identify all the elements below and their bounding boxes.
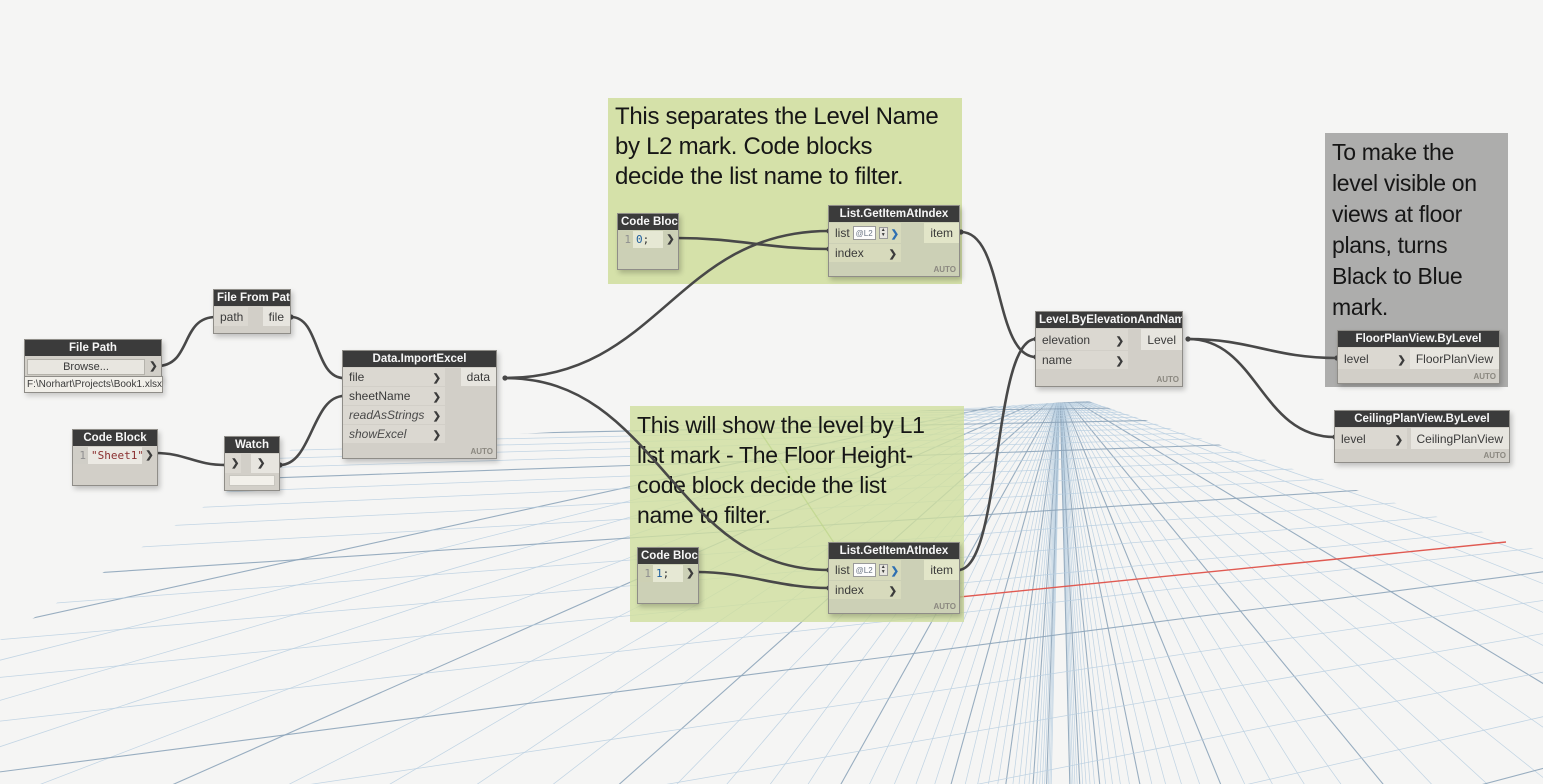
node-level-byelevationandname[interactable]: Level.ByElevationAndName elevation Level…	[1035, 311, 1183, 387]
node-title[interactable]: Code Block	[73, 430, 157, 446]
wire[interactable]	[289, 315, 346, 380]
annotation-text: This separates the Level Name by L2 mark…	[615, 103, 939, 190]
input-port-chevron-icon	[891, 226, 899, 240]
output-port-chevron-icon[interactable]	[251, 454, 279, 473]
node-title[interactable]: Level.ByElevationAndName	[1036, 312, 1182, 328]
node-list-getitematindex-top[interactable]: List.GetItemAtIndex list @L2 item index …	[828, 205, 960, 277]
input-port-list[interactable]: list @L2	[829, 560, 901, 580]
input-port-level[interactable]: level	[1338, 348, 1410, 369]
lacing-indicator: AUTO	[1473, 372, 1496, 381]
node-ceilingplanview-bylevel[interactable]: CeilingPlanView.ByLevel level CeilingPla…	[1334, 410, 1510, 463]
code-editor[interactable]: "Sheet1";	[88, 447, 142, 464]
file-path-value: F:\Norhart\Projects\Book1.xlsx	[24, 376, 163, 393]
output-port-file[interactable]: file	[262, 307, 290, 326]
node-watch[interactable]: Watch	[224, 436, 280, 491]
node-floorplanview-bylevel[interactable]: FloorPlanView.ByLevel level FloorPlanVie…	[1337, 330, 1500, 384]
list-level-widget[interactable]: @L2	[852, 226, 876, 240]
input-port-sheetname[interactable]: sheetName	[343, 387, 445, 405]
output-port-chevron-icon[interactable]	[142, 447, 157, 464]
input-port-chevron-icon	[889, 246, 897, 260]
node-title[interactable]: CeilingPlanView.ByLevel	[1335, 411, 1509, 427]
output-port-data[interactable]: data	[460, 368, 496, 386]
output-port-chevron-icon[interactable]	[663, 231, 678, 248]
wire[interactable]	[1186, 337, 1337, 439]
lacing-indicator: AUTO	[1483, 451, 1506, 460]
line-number: 1	[618, 231, 633, 248]
node-title[interactable]: Code Block	[618, 214, 678, 230]
wire[interactable]	[956, 337, 1038, 572]
input-port-showexcel[interactable]: showExcel	[343, 425, 445, 443]
input-port-name[interactable]: name	[1036, 351, 1128, 369]
input-port-chevron-icon	[889, 583, 897, 597]
output-port-level[interactable]: Level	[1141, 329, 1182, 350]
wire[interactable]	[153, 451, 228, 467]
output-port-chevron-icon[interactable]	[683, 565, 698, 582]
input-port-chevron-icon	[433, 389, 441, 403]
line-number: 1	[73, 447, 88, 464]
input-port-chevron-icon[interactable]	[225, 454, 241, 473]
input-port-readasstrings[interactable]: readAsStrings	[343, 406, 445, 424]
wire[interactable]	[959, 230, 1038, 359]
node-list-getitematindex-bottom[interactable]: List.GetItemAtIndex list @L2 item index …	[828, 542, 960, 614]
annotation-text: To make the level visible on views at fl…	[1332, 139, 1477, 320]
node-body	[638, 582, 698, 603]
code-editor[interactable]: 0;	[633, 231, 663, 248]
input-port-chevron-icon	[1397, 352, 1405, 366]
list-level-spinner-icon[interactable]	[878, 227, 888, 239]
code-editor[interactable]: 1;	[653, 565, 683, 582]
input-port-path[interactable]: path	[214, 307, 248, 326]
input-port-list[interactable]: list @L2	[829, 223, 901, 243]
input-port-chevron-icon	[891, 563, 899, 577]
node-title[interactable]: Data.ImportExcel	[343, 351, 496, 367]
line-number: 1	[638, 565, 653, 582]
input-port-chevron-icon	[1395, 432, 1403, 446]
node-title[interactable]: List.GetItemAtIndex	[829, 206, 959, 222]
wire[interactable]	[155, 315, 218, 368]
lacing-indicator: AUTO	[1156, 375, 1179, 384]
node-file-path[interactable]: File Path Browse...	[24, 339, 162, 380]
input-port-chevron-icon	[1116, 333, 1124, 347]
node-body	[618, 248, 678, 269]
node-data-import-excel[interactable]: Data.ImportExcel file data sheetName rea…	[342, 350, 497, 459]
node-title[interactable]: FloorPlanView.ByLevel	[1338, 331, 1499, 347]
node-body	[73, 464, 157, 485]
node-title[interactable]: Code Block	[638, 548, 698, 564]
node-code-block-sheet[interactable]: Code Block 1 "Sheet1";	[72, 429, 158, 486]
node-title[interactable]: File Path	[25, 340, 161, 356]
input-port-index[interactable]: index	[829, 244, 901, 262]
input-port-file[interactable]: file	[343, 368, 445, 386]
input-port-chevron-icon	[433, 427, 441, 441]
wire[interactable]	[278, 394, 346, 467]
output-port-item[interactable]: item	[924, 560, 959, 580]
wire[interactable]	[1186, 337, 1339, 360]
list-level-spinner-icon[interactable]	[878, 564, 888, 576]
annotation-text: This will show the level by L1 list mark…	[637, 412, 925, 528]
watch-value-field[interactable]	[229, 475, 275, 486]
input-port-chevron-icon	[433, 408, 441, 422]
browse-button[interactable]: Browse...	[27, 358, 145, 375]
node-code-block-zero[interactable]: Code Block 1 0;	[617, 213, 679, 270]
output-port-item[interactable]: item	[924, 223, 959, 243]
axis-x-line	[899, 541, 1507, 604]
lacing-indicator: AUTO	[470, 447, 493, 456]
input-port-index[interactable]: index	[829, 581, 901, 599]
lacing-indicator: AUTO	[933, 265, 956, 274]
output-port-floorplanview[interactable]: FloorPlanView	[1409, 348, 1499, 369]
output-port-ceilingplanview[interactable]: CeilingPlanView	[1410, 428, 1509, 449]
input-port-chevron-icon	[433, 370, 441, 384]
input-port-chevron-icon	[1116, 353, 1124, 367]
node-title[interactable]: Watch	[225, 437, 279, 453]
node-code-block-one[interactable]: Code Block 1 1;	[637, 547, 699, 604]
node-title[interactable]: File From Path	[214, 290, 290, 306]
node-file-from-path[interactable]: File From Path path file	[213, 289, 291, 334]
input-port-level[interactable]: level	[1335, 428, 1407, 449]
input-port-elevation[interactable]: elevation	[1036, 329, 1128, 350]
output-port-chevron-icon[interactable]	[146, 361, 161, 372]
node-title[interactable]: List.GetItemAtIndex	[829, 543, 959, 559]
list-level-widget[interactable]: @L2	[852, 563, 876, 577]
lacing-indicator: AUTO	[933, 602, 956, 611]
